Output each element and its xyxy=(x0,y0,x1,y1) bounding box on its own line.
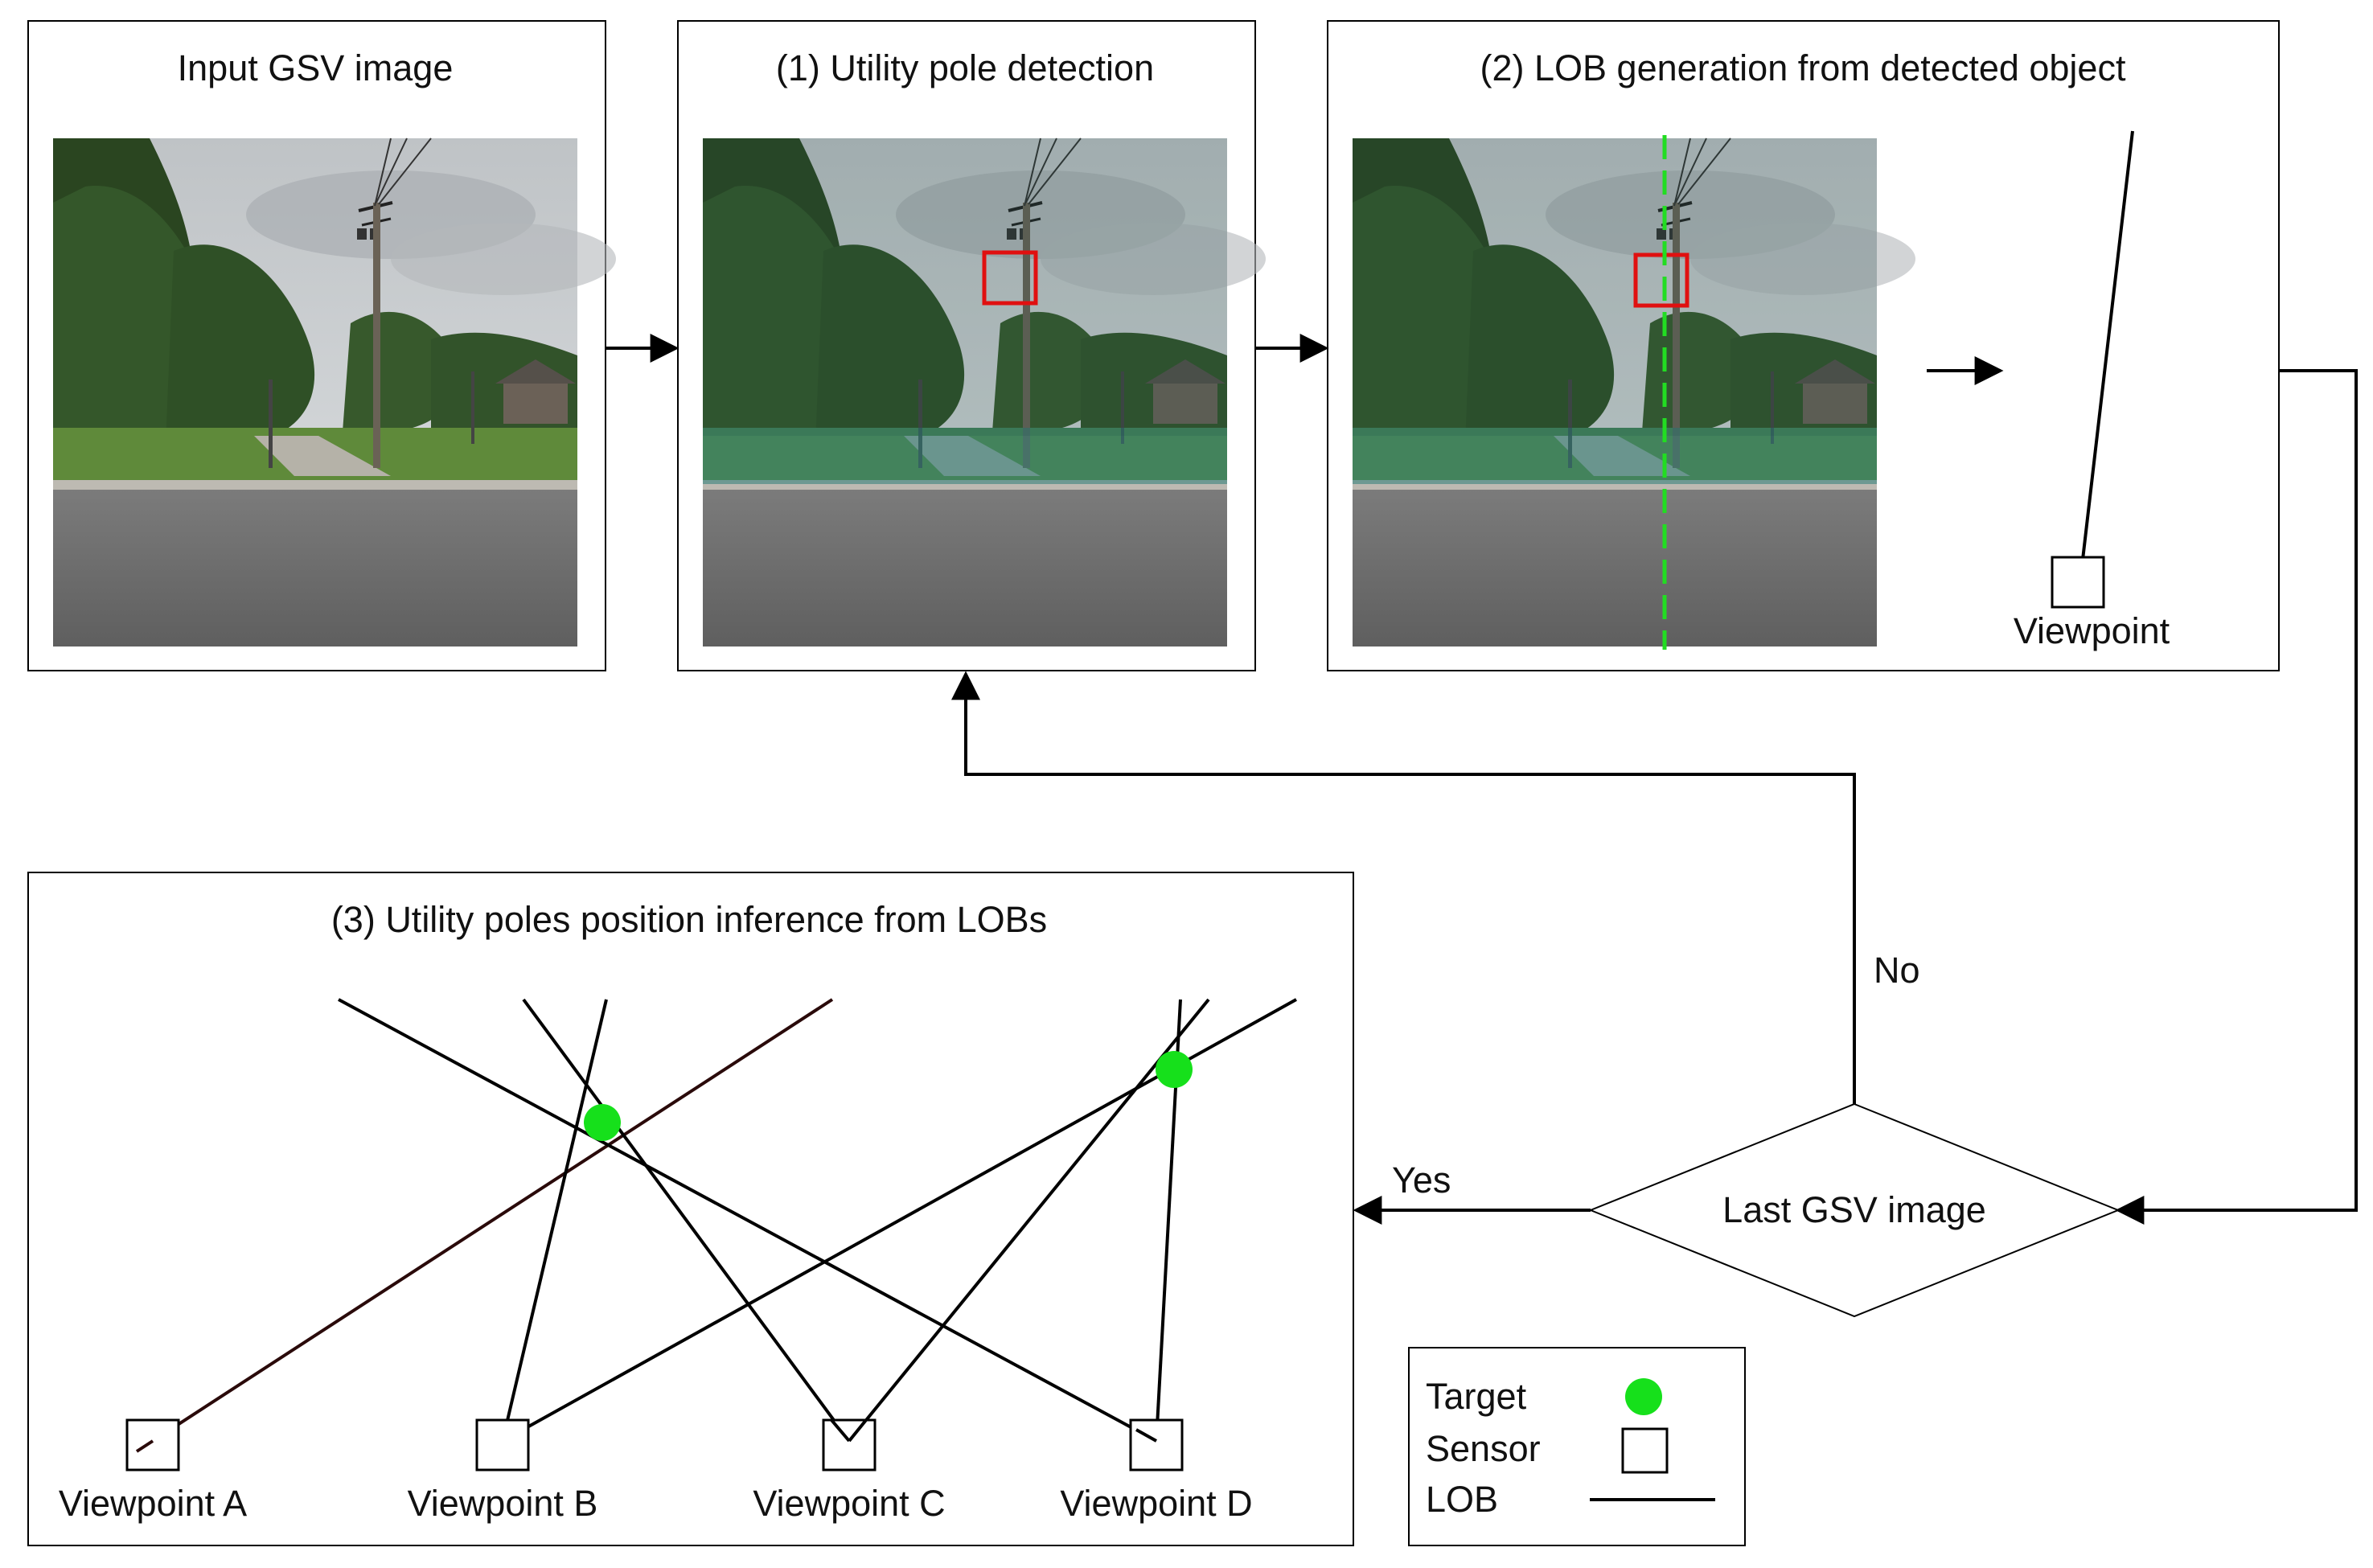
lob-c-1 xyxy=(522,998,851,1443)
legend: Target Sensor LOB xyxy=(1408,1347,1746,1546)
legend-frame xyxy=(1408,1347,1746,1546)
legend-sensor-label: Sensor xyxy=(1426,1428,1541,1469)
panel-inference-title: (3) Utility poles position inference fro… xyxy=(331,899,1047,940)
yes-label: Yes xyxy=(1392,1160,1451,1201)
viewpoint-a-label: Viewpoint A xyxy=(59,1483,247,1524)
decision-node: Last GSV image xyxy=(1588,1102,2121,1318)
lob-c-2 xyxy=(848,998,1210,1443)
sensor-viewpoint-d xyxy=(1129,1418,1184,1472)
decision-diamond xyxy=(1588,1102,2121,1318)
detection-street-image xyxy=(701,137,1267,648)
panel-detection: (1) Utility pole detection xyxy=(677,20,1267,671)
legend-lob-label: LOB xyxy=(1426,1479,1498,1520)
viewpoint-d-label: Viewpoint D xyxy=(1060,1483,1252,1524)
lob-bounding-box xyxy=(1633,252,1689,308)
lob-d-inbox xyxy=(1135,1428,1157,1443)
target-marker-1 xyxy=(584,1104,621,1141)
connector-no-loop xyxy=(951,671,1856,1104)
decision-label: Last GSV image xyxy=(1722,1189,1986,1230)
detection-bounding-box xyxy=(982,250,1038,306)
input-street-image xyxy=(51,137,618,648)
lob-c-inbox-2 xyxy=(848,1418,868,1443)
lob-c-inbox-1 xyxy=(830,1418,851,1443)
panel-detection-title: (1) Utility pole detection xyxy=(776,47,1154,88)
sensor-viewpoint-a xyxy=(125,1418,180,1472)
viewpoint-b-label: Viewpoint B xyxy=(408,1483,598,1524)
lob-line xyxy=(2079,130,2134,574)
lob-viewpoint-sensor xyxy=(2051,556,2105,609)
legend-sensor-icon xyxy=(1621,1427,1669,1474)
sensor-viewpoint-b xyxy=(475,1418,530,1472)
panel-lob-generation: (2) LOB generation from detected object … xyxy=(1327,20,2280,671)
panel-input-title: Input GSV image xyxy=(178,47,454,88)
connector-lob-to-decision xyxy=(2115,369,2358,1225)
no-label: No xyxy=(1874,950,1920,991)
lob-a-inbox xyxy=(135,1439,154,1453)
lob-a xyxy=(151,998,834,1443)
target-marker-2 xyxy=(1156,1051,1193,1088)
legend-target-icon xyxy=(1625,1378,1662,1415)
panel-inference: (3) Utility poles position inference fro… xyxy=(27,872,1354,1546)
lob-b-1 xyxy=(501,999,608,1442)
panel-lob-title: (2) LOB generation from detected object xyxy=(1480,47,2126,88)
lob-d-1 xyxy=(338,998,1157,1443)
sensor-viewpoint-c xyxy=(822,1418,877,1472)
panel-input: Input GSV image xyxy=(27,20,618,671)
lob-viewpoint-label: Viewpoint xyxy=(2014,610,2170,651)
viewpoint-c-label: Viewpoint C xyxy=(753,1483,945,1524)
legend-target-label: Target xyxy=(1426,1376,1527,1417)
lob-street-image xyxy=(1351,137,1917,648)
